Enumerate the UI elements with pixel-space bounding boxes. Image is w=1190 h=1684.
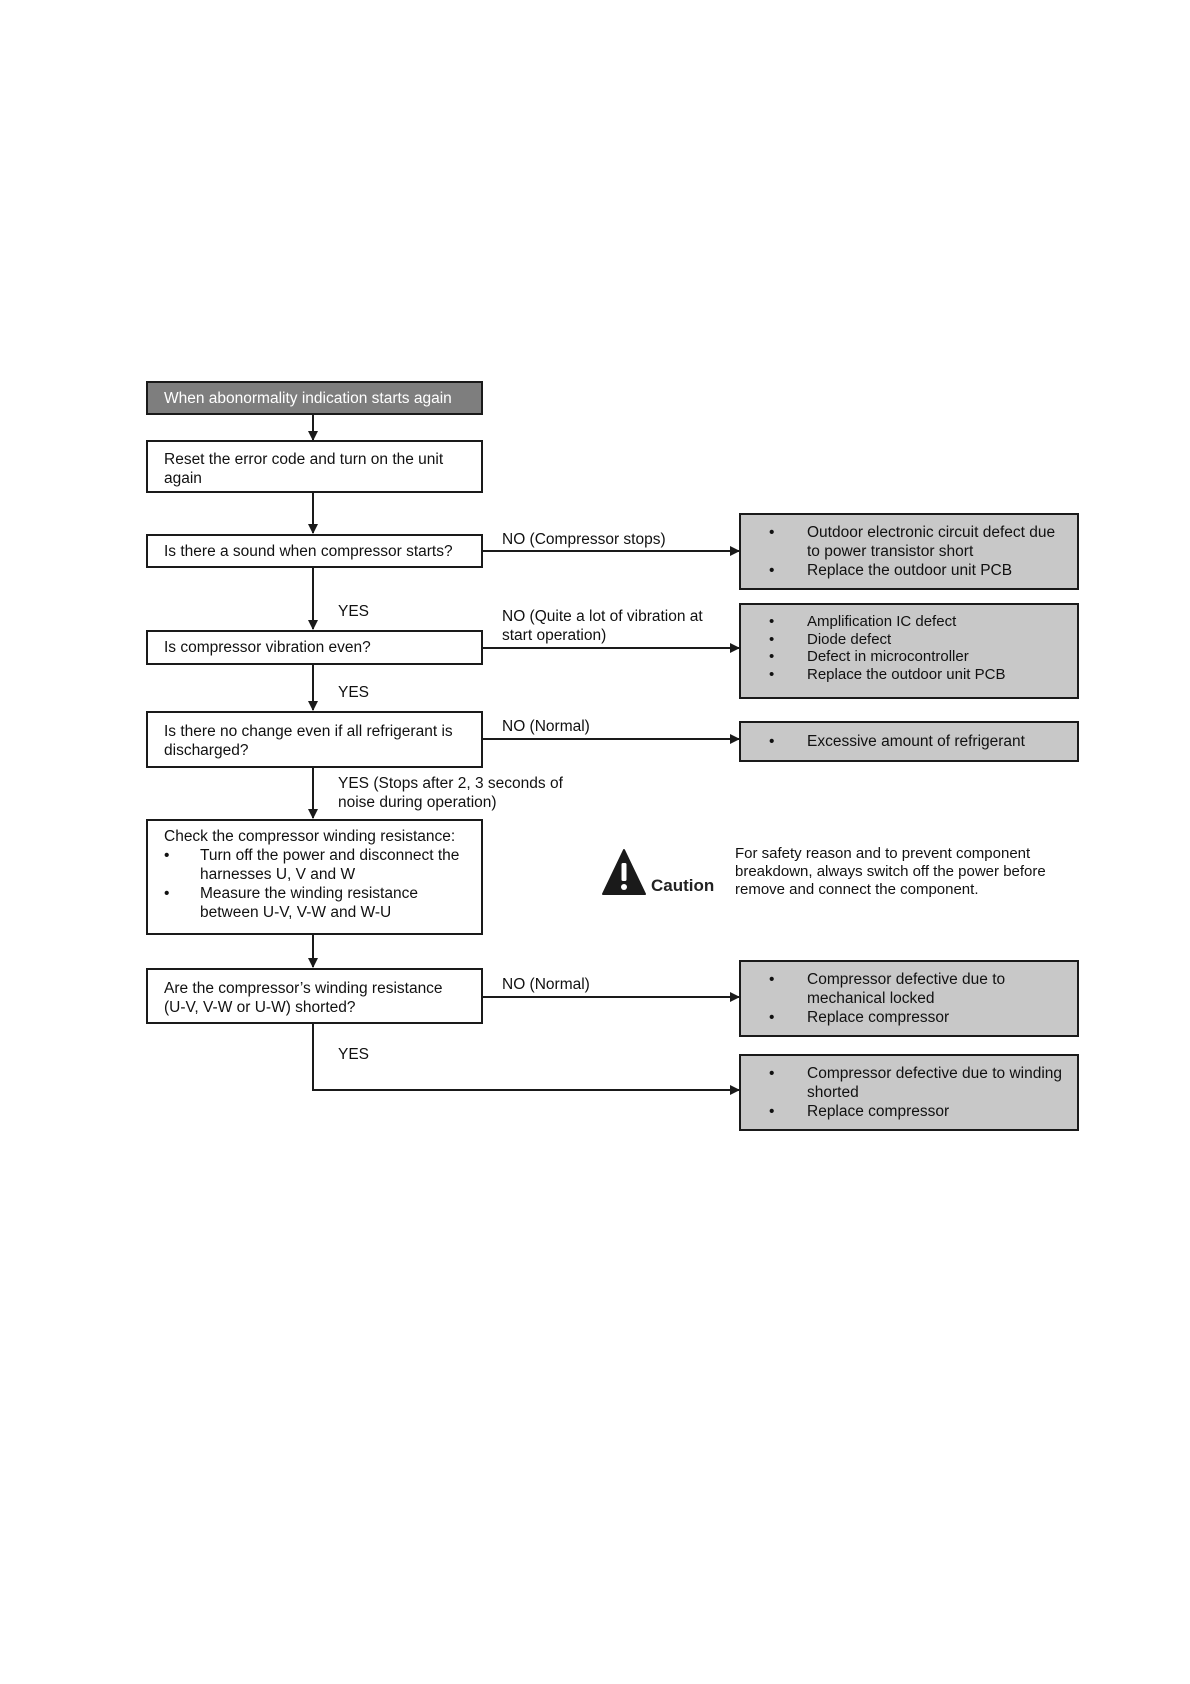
vibration-question-text: Is compressor vibration even? [164,639,371,656]
winding-check-item: Measure the winding resistance between U… [164,884,465,922]
label-yes-sound: YES [338,603,370,620]
sound-question-box: Is there a sound when compressor starts? [146,534,483,568]
result-item: Excessive amount of refrigerant [755,732,1063,751]
start-box: When abonormality indication starts agai… [146,381,483,415]
label-no-vibration: NO (Quite a lot of vibration at start op… [502,608,703,644]
result-item: Diode defect [755,631,1063,649]
sound-question-text: Is there a sound when compressor starts? [164,542,453,560]
refrigerant-question-text: Is there no change even if all refrigera… [164,723,453,759]
shorted-question-text: Are the compressor’s winding resistance … [164,980,443,1016]
result-item: Compressor defective due to winding shor… [755,1064,1063,1102]
result-list: Excessive amount of refrigerant [755,732,1063,751]
result-item: Defect in microcontroller [755,648,1063,666]
result-box-winding-shorted: Compressor defective due to winding shor… [739,1054,1079,1131]
result-item: Outdoor electronic circuit defect due to… [755,523,1063,561]
label-no-normal-refrigerant: NO (Normal) [502,718,590,735]
result-list: Compressor defective due to mechanical l… [755,970,1063,1027]
result-list: Compressor defective due to winding shor… [755,1064,1063,1121]
label-no-normal-shorted: NO (Normal) [502,976,590,993]
result-box-refrigerant: Excessive amount of refrigerant [739,721,1079,762]
result-list: Outdoor electronic circuit defect due to… [755,523,1063,580]
result-item: Replace compressor [755,1102,1063,1121]
refrigerant-question-box: Is there no change even if all refrigera… [146,711,483,768]
label-no-compressor-stops: NO (Compressor stops) [502,531,666,548]
label-yes-vibration: YES [338,684,370,701]
reset-step-text: Reset the error code and turn on the uni… [164,451,444,487]
winding-check-heading: Check the compressor winding resistance: [164,828,456,845]
label-yes-shorted: YES [338,1046,370,1063]
caution-label: Caution [651,876,715,895]
result-box-transistor: Outdoor electronic circuit defect due to… [739,513,1079,590]
label-yes-stops: YES (Stops after 2, 3 seconds of noise d… [338,775,563,811]
winding-check-item: Turn off the power and disconnect the ha… [164,846,465,884]
result-box-pcb: Amplification IC defect Diode defect Def… [739,603,1079,699]
start-text: When abonormality indication starts agai… [164,389,452,407]
winding-check-box: Check the compressor winding resistance:… [146,819,483,935]
result-box-mechanical-lock: Compressor defective due to mechanical l… [739,960,1079,1037]
winding-check-list: Turn off the power and disconnect the ha… [164,846,465,922]
arrow-shorted-yes-to-r5 [312,1022,740,1095]
result-item: Amplification IC defect [755,613,1063,631]
reset-step-box: Reset the error code and turn on the uni… [146,440,483,493]
warning-triangle-icon [602,849,646,895]
vibration-question-box: Is compressor vibration even? [146,630,483,665]
caution-text: For safety reason and to prevent compone… [735,845,1046,898]
result-item: Compressor defective due to mechanical l… [755,970,1063,1008]
result-item: Replace the outdoor unit PCB [755,561,1063,580]
result-list: Amplification IC defect Diode defect Def… [755,613,1063,683]
result-item: Replace compressor [755,1008,1063,1027]
shorted-question-box: Are the compressor’s winding resistance … [146,968,483,1024]
result-item: Replace the outdoor unit PCB [755,666,1063,684]
